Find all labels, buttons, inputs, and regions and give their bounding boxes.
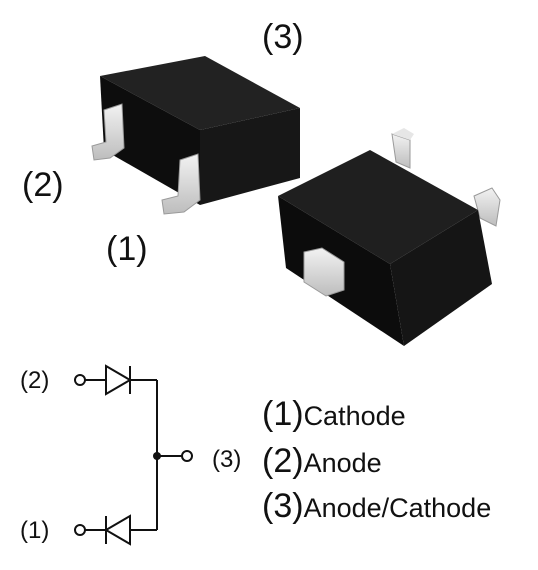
lead-back-right <box>473 187 501 227</box>
terminal-pin3 <box>181 450 193 462</box>
lead-back-left <box>391 133 411 169</box>
lead-pin2 <box>91 103 125 161</box>
terminal-pin2 <box>74 374 86 386</box>
package-body-front <box>100 76 200 205</box>
legend-item-1: (1)Cathode <box>262 397 406 431</box>
diode-bottom-icon <box>104 514 131 546</box>
legend-item-2: (2)Anode <box>262 444 382 478</box>
legend-num: (2) <box>262 442 304 480</box>
terminal-pin1 <box>74 524 86 536</box>
package2-body-side <box>390 210 492 346</box>
package-body-side <box>200 108 300 205</box>
legend-num: (1) <box>262 395 304 433</box>
lead-pin1 <box>161 153 201 215</box>
package2-body-top <box>278 150 478 264</box>
lead-front <box>303 247 345 297</box>
legend-name: Anode <box>303 448 382 478</box>
legend-name: Anode/Cathode <box>303 493 492 523</box>
legend-num: (3) <box>262 487 304 525</box>
package-pin2-label: (2) <box>22 166 64 204</box>
package-pin3-label: (3) <box>262 18 304 56</box>
package-top-view <box>91 56 300 215</box>
package-rotated-view <box>278 128 501 346</box>
schematic-pin2-label: (2) <box>20 367 50 394</box>
package-pin1-label: (1) <box>106 230 148 268</box>
schematic-pin1-label: (1) <box>20 517 50 544</box>
package-body-top <box>100 56 300 130</box>
legend-item-3: (3)Anode/Cathode <box>262 489 492 523</box>
legend-name: Cathode <box>303 401 406 431</box>
diode-top-icon <box>105 364 132 396</box>
schematic-pin3-label: (3) <box>212 446 242 473</box>
schematic <box>74 364 193 546</box>
